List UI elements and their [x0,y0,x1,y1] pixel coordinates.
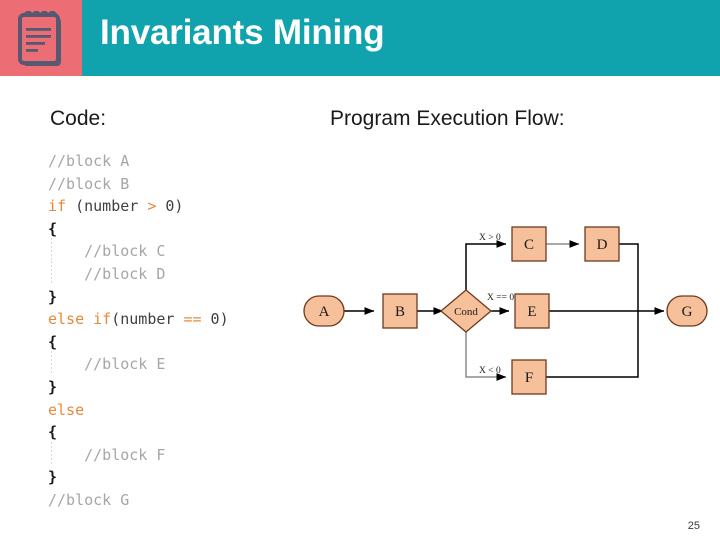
code-line: //block B [48,173,338,196]
notepad-icon [18,10,61,66]
code-token-brace: } [48,287,58,306]
code-line: { [48,421,338,444]
code-token-plain: 0) [156,197,184,216]
code-line: //block C [48,238,338,263]
code-token-brace: { [48,219,58,238]
code-token-cmt: //block C [48,242,166,261]
page-number: 25 [687,520,700,532]
code-token-plain: (number [66,197,148,216]
code-line: { [48,218,338,241]
edge-d-to-g [619,243,639,311]
header-icon-block [0,0,82,76]
code-line: //block D [48,261,338,286]
code-token-kw: else if [48,310,112,329]
code-token-cmt: //block D [48,264,166,283]
code-token-op: == [183,310,202,329]
code-line: } [48,376,338,399]
code-token-cmt: //block A [48,152,130,170]
code-token-kw: else [48,400,85,419]
flow-node-e[interactable]: E [514,293,550,329]
flow-node-d[interactable]: D [584,226,620,262]
code-line: //block E [48,351,338,376]
code-line: else [48,399,338,422]
flow-node-a[interactable]: A [303,295,345,327]
flowchart-nodes: A B Cond C D E F [303,226,708,395]
flow-node-c-label: C [524,237,534,253]
code-token-brace: { [48,423,58,442]
edge-label-bottom: X < 0 [479,366,501,376]
code-line: } [48,286,338,309]
flow-node-g-label: G [682,304,693,320]
code-token-cmt: //block E [48,355,166,374]
flow-node-cond[interactable]: Cond [439,289,493,333]
flow-node-g[interactable]: G [666,295,708,327]
code-line: //block F [48,441,338,467]
code-token-cmt: //block B [48,174,130,193]
flow-node-b[interactable]: B [382,293,418,329]
code-token-plain: (number [111,310,184,329]
flow-node-f[interactable]: F [511,359,547,395]
edge-f-to-g [546,311,639,378]
flow-column-heading: Program Execution Flow: [330,107,565,130]
code-column-heading: Code: [50,107,107,130]
code-token-brace: { [48,332,58,351]
code-token-brace: } [48,468,58,487]
code-token-op: > [147,197,157,216]
edge-cond-to-c [465,240,507,290]
code-line: } [48,466,338,489]
code-token-brace: } [48,377,58,396]
code-token-cmt: //block F [48,445,166,464]
code-token-kw: if [48,197,67,216]
program-execution-flowchart: X > 0 X == 0 X < 0 A B Cond C D [303,226,708,395]
slide-header-band: Invariants Mining [0,0,720,76]
flow-node-e-label: E [527,304,536,320]
code-token-cmt: //block G [48,490,130,509]
page-title: Invariants Mining [100,13,385,52]
flow-node-d-label: D [597,237,608,253]
edge-label-middle: X == 0 [487,293,514,303]
code-line: if (number > 0) [48,195,338,218]
flowchart-edge-labels: X > 0 X == 0 X < 0 [479,233,514,376]
edge-label-top: X > 0 [479,233,501,243]
code-token-plain: 0) [201,310,229,329]
code-line: //block A [48,150,338,173]
flow-node-f-label: F [525,370,533,386]
flowchart-edges [344,240,665,381]
edge-cond-to-f [465,332,507,381]
flow-node-c[interactable]: C [511,226,547,262]
flow-node-cond-label: Cond [454,306,478,318]
code-line: //block G [48,489,338,512]
code-line: else if(number == 0) [48,308,338,331]
flow-node-a-label: A [319,304,330,320]
flow-node-b-label: B [395,304,405,320]
code-line: { [48,331,338,354]
